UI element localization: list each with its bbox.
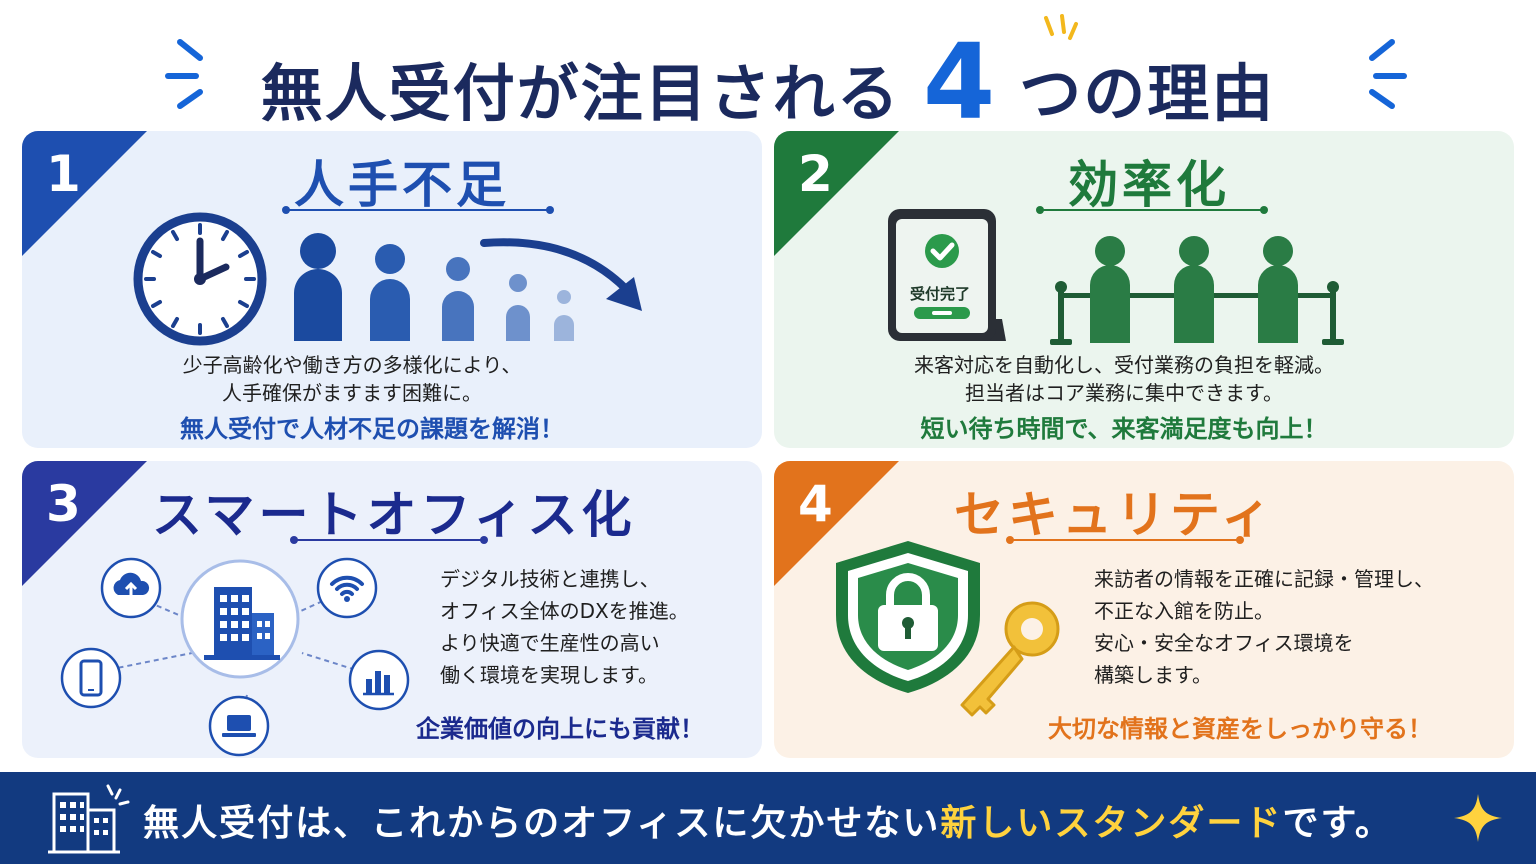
card-number: 4 (798, 475, 833, 533)
card-number: 1 (46, 145, 81, 203)
bar-chart-icon (348, 649, 410, 711)
left-rays-icon (165, 39, 203, 109)
card-number: 3 (46, 475, 81, 533)
people-decreasing-icon (294, 233, 574, 341)
footer-text-highlight: 新しいスタンダード (940, 803, 1283, 844)
card-number: 2 (798, 145, 833, 203)
key-icon (960, 601, 1060, 717)
card-text-line: 担当者はコア業務に集中できます。 (965, 381, 1283, 405)
card-accent: 大切な情報と資産をしっかり守る！ (1048, 715, 1432, 743)
reason-card-3: 3 スマートオフィス化 (22, 461, 762, 758)
card-heading: セキュリティ (954, 486, 1275, 544)
card-accent: 短い待ち時間で、来客満足度も向上！ (920, 415, 1328, 443)
card-text-line: オフィス全体のDXを推進。 (440, 599, 689, 623)
footer-banner: 無人受付は、これからのオフィスに欠かせない新しいスタンダードです。 (0, 772, 1536, 864)
reason-card-2: 2 効率化 受付完了 来客対応を自動化し、受付業務の負担を軽減。 担当者はコア業… (774, 131, 1514, 448)
card-text-line: デジタル技術と連携し、 (440, 567, 660, 591)
cloud-upload-icon (100, 557, 162, 619)
heading-underline (282, 206, 554, 214)
sparkle-rays-icon (1044, 14, 1078, 40)
right-rays-icon (1369, 39, 1407, 109)
footer-text-after: です。 (1282, 803, 1393, 844)
card-text-line: 来訪者の情報を正確に記録・管理し、 (1094, 567, 1434, 591)
card-text-line: 働く環境を実現します。 (440, 663, 658, 687)
card-corner (774, 131, 899, 256)
wifi-icon (316, 557, 378, 619)
page-header: 無人受付が注目される 4 つの理由 (0, 0, 1536, 134)
tablet-label: 受付完了 (909, 285, 970, 303)
card-text-line: 不正な入館を防止。 (1094, 599, 1274, 623)
shield-lock-icon (836, 541, 980, 693)
sparkle-icon (1454, 794, 1502, 842)
card-heading: 効率化 (1068, 156, 1230, 214)
smartphone-icon (60, 647, 122, 709)
card-heading: 人手不足 (294, 156, 510, 214)
building-icon (180, 559, 300, 679)
title-after: つの理由 (1019, 57, 1276, 130)
title-before: 無人受付が注目される (260, 57, 901, 130)
card-text-line: 構築します。 (1094, 663, 1212, 687)
queue-people-icon (1050, 236, 1344, 345)
laptop-icon (208, 695, 270, 757)
heading-underline (290, 536, 488, 544)
card-text-line: より快適で生産性の高い (440, 631, 660, 655)
card-heading: スマートオフィス化 (152, 486, 636, 544)
card-text-line: 安心・安全なオフィス環境を (1094, 631, 1354, 655)
heading-underline (1006, 536, 1244, 544)
tablet-check-icon (888, 209, 1006, 341)
title-number: 4 (922, 21, 998, 143)
footer-message: 無人受付は、これからのオフィスに欠かせない新しいスタンダードです。 (0, 794, 1536, 846)
reason-card-4: 4 セキュリティ 来訪者の情報を正確に記録・管理し、 不正な入館を防止。 安心・… (774, 461, 1514, 758)
card-text-line: 来客対応を自動化し、受付業務の負担を軽減。 (914, 353, 1334, 377)
clock-icon (133, 212, 267, 346)
office-building-icon (48, 784, 130, 854)
card-accent: 企業価値の向上にも貢献！ (416, 715, 704, 743)
arrow-curve-icon (480, 238, 642, 311)
card-corner (22, 131, 147, 256)
page-title: 無人受付が注目される 4 つの理由 (0, 30, 1536, 140)
heading-underline (1036, 206, 1268, 214)
card-accent: 無人受付で人材不足の課題を解消！ (180, 415, 564, 443)
card-text-line: 少子高齢化や働き方の多様化により、 (182, 353, 522, 377)
card-text-line: 人手確保がますます困難に。 (222, 381, 482, 405)
footer-text-before: 無人受付は、これからのオフィスに欠かせない (143, 803, 941, 844)
reason-card-1: 1 人手不足 少子高齢化や働き方の多様化により、 人手確保がますます困難に。 無… (22, 131, 762, 448)
